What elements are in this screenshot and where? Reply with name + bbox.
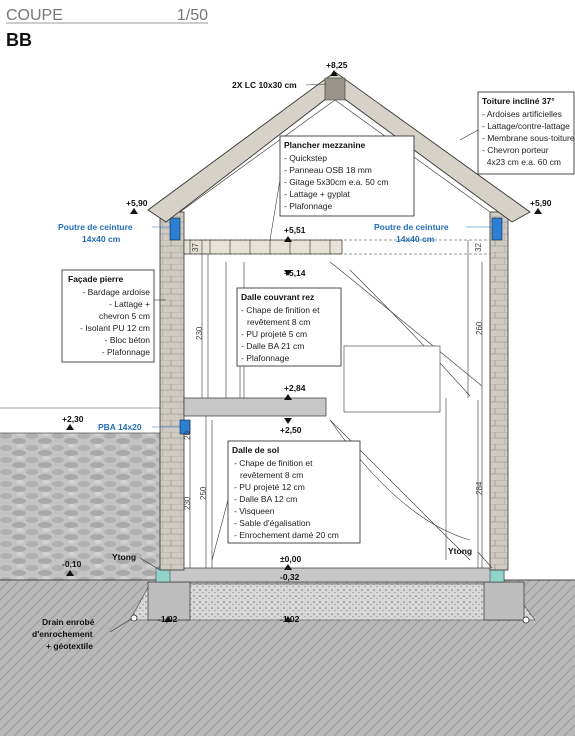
elev-eave-left: +5,90 [126,198,148,208]
section-id: BB [6,30,32,50]
dim-230-lower: 230 [183,496,192,510]
note-mezzanine-line: - Gitage 5x30cm e.a. 50 cm [284,177,388,187]
note-dalle-rez-line: - PU projeté 5 cm [241,329,307,339]
elev-foundation-mid: -1,02 [280,614,300,624]
ytong-left-label: Ytong [112,552,136,562]
note-facade-line: - Lattage + [109,299,150,309]
elev-foundation-left: -1,02 [158,614,178,624]
note-dalle-sol-line: revêtement 8 cm [240,470,303,480]
ring-beam-right-label-1: Poutre de ceinture [374,222,449,232]
upper-stair [329,261,483,387]
note-mezzanine-title: Plancher mezzanine [284,140,366,150]
note-toiture-title: Toiture incliné 37° [482,96,555,106]
elev-slab1-top: +2,84 [284,383,306,393]
ring-beam-left [169,217,181,241]
note-facade-line: chevron 5 cm [99,311,150,321]
ring-beam-left-label-2: 14x40 cm [82,234,121,244]
elev-ridge: +8,25 [326,60,348,70]
dim-37: 37 [191,243,200,252]
dim-32: 32 [474,243,483,252]
drawing-scale: 1/50 [177,7,208,24]
note-dalle-sol-line: - Sable d'égalisation [234,518,311,528]
note-mezzanine-line: - Panneau OSB 18 mm [284,165,372,175]
elev-eave-right: +5,90 [530,198,552,208]
dim-20: 20 [183,431,192,440]
note-dalle-sol-title: Dalle de sol [232,445,279,455]
note-dalle-sol-line: - Chape de finition et [234,458,313,468]
wall-left [159,211,185,571]
pba-label: PBA 14x20 [98,422,142,432]
elev-ground-under: -0,32 [280,572,300,582]
first-floor-slab [183,397,327,417]
dim-250: 250 [199,486,208,500]
note-dalle-sol-line: - Visqueen [234,506,275,516]
note-toiture-line: - Lattage/contre-lattage [482,121,570,131]
note-dalle-rez-line: - Chape de finition et [241,305,320,315]
note-mezzanine-line: - Quickstep [284,153,327,163]
dim-260: 260 [475,321,484,335]
note-mezzanine: Plancher mezzanine - Quickstep - Panneau… [269,135,415,241]
mezzanine-floor [183,239,343,255]
elev-ground-floor: ±0,00 [280,554,301,564]
note-facade-title: Façade pierre [68,274,124,284]
landing-box [343,345,441,413]
note-dalle-rez-line: - Plafonnage [241,353,289,363]
note-facade-line: - Isolant PU 12 cm [80,323,150,333]
note-toiture: Toiture incliné 37° - Ardoises artificie… [459,91,575,175]
note-dalle-rez: Dalle couvrant rez - Chape de finition e… [236,287,342,398]
ytong-right-label: Ytong [448,546,472,556]
note-dalle-sol-line: - Dalle BA 12 cm [234,494,297,504]
elev-slab1-bottom: +2,50 [280,425,302,435]
note-toiture-line: - Ardoises artificielles [482,109,562,119]
note-dalle-rez-title: Dalle couvrant rez [241,292,314,302]
ridge-beam-label: 2X LC 10x30 cm [232,80,297,90]
drain-label-2: d'enrochement [32,629,93,639]
note-mezzanine-line: - Plafonnage [284,201,332,211]
wall-right [489,211,509,571]
dim-284: 284 [475,481,484,495]
dim-230-upper: 230 [195,326,204,340]
note-dalle-rez-line: - Dalle BA 21 cm [241,341,304,351]
note-toiture-line: 4x23 cm e.a. 60 cm [482,157,561,167]
note-facade: Façade pierre - Bardage ardoise - Lattag… [61,269,166,363]
stone-wall-neighbour [0,433,168,581]
note-toiture-line: - Membrane sous-toiture [482,133,575,143]
foundation-gravel [129,583,536,621]
note-dalle-sol-line: - PU projeté 12 cm [234,482,305,492]
note-dalle-sol: Dalle de sol - Chape de finition et revê… [211,440,361,561]
drawing-type-title: COUPE [6,7,63,24]
ring-beam-right-label-2: 14x40 cm [396,234,435,244]
note-facade-line: - Bardage ardoise [82,287,150,297]
ring-beam-left-label-1: Poutre de ceinture [58,222,133,232]
note-facade-line: - Plafonnage [102,347,150,357]
drain-pipe-right [522,616,530,624]
note-mezzanine-line: - Lattage + gyplat [284,189,351,199]
footing-right [483,581,525,621]
elevation-markers: +8,25 +5,90 +5,90 +5,51 +5,14 +2,84 +2,5… [62,60,552,624]
note-facade-line: - Bloc béton [105,335,151,345]
elev-mezz-bottom: +5,14 [284,268,306,278]
elev-pba: +2,30 [62,414,84,424]
ridge-beam [324,77,346,101]
drain-label-3: + géotextile [46,641,93,651]
ground-slab [159,567,505,583]
drain-pipe-left [130,614,138,622]
elev-terrain: -0,10 [62,559,82,569]
note-dalle-rez-line: revêtement 8 cm [247,317,310,327]
elev-mezz-top: +5,51 [284,225,306,235]
drain-label-1: Drain enrobé [42,617,95,627]
ring-beam-right [491,217,503,241]
note-dalle-sol-line: - Enrochement damé 20 cm [234,530,339,540]
note-toiture-line: - Chevron porteur [482,145,549,155]
